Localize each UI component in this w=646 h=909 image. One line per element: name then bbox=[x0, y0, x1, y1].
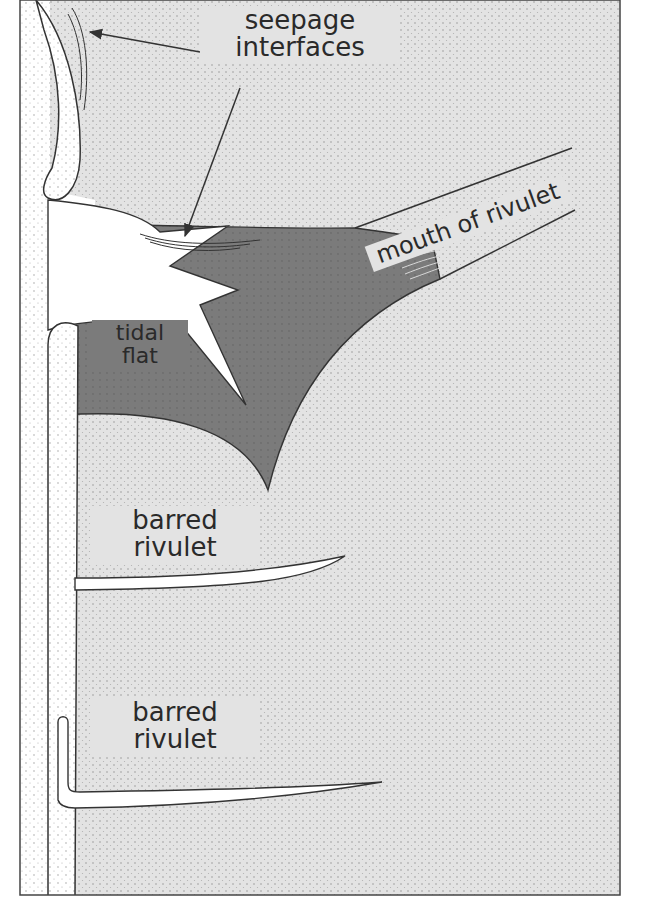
region-label: barred rivulet bbox=[90, 506, 260, 563]
barrier-spit bbox=[36, 0, 80, 200]
frame bbox=[20, 0, 620, 895]
region-label: seepage interfaces bbox=[200, 6, 400, 63]
sea-strip bbox=[20, 0, 50, 895]
leader-arrow bbox=[90, 32, 200, 52]
barrier-spit bbox=[48, 323, 78, 895]
region-label: tidal flat bbox=[92, 320, 188, 368]
land-ground bbox=[20, 0, 620, 895]
region-label: barred rivulet bbox=[90, 698, 260, 755]
leader-arrow bbox=[185, 88, 240, 236]
region-label: mouth of rivulet bbox=[365, 175, 572, 272]
